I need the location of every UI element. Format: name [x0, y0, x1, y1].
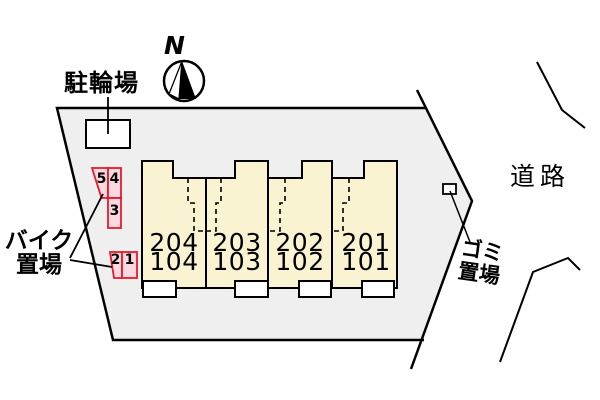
- unit-lower-number: 103: [212, 247, 262, 276]
- compass-north-label: N: [164, 31, 185, 60]
- site-boundary-right-line: [409, 89, 474, 370]
- bike-spot-number-3: 3: [109, 203, 120, 219]
- bike-spot-number-5: 5: [96, 171, 107, 187]
- bike-parking-label-line1: バイク: [4, 228, 74, 254]
- bike-spot-box-1: [121, 251, 138, 279]
- entrance-porch: [142, 280, 177, 298]
- road-label: 道路: [510, 162, 571, 191]
- unit-label-202-102: 202 102: [269, 228, 331, 276]
- road-edge-line-bottom: [499, 256, 581, 363]
- unit-lower-number: 101: [341, 247, 391, 276]
- unit-upper-number: 203: [212, 228, 262, 257]
- bike-spot-number-4: 4: [109, 171, 120, 187]
- bicycle-parking-label: 駐輪場: [64, 69, 139, 97]
- garbage-leader-line: [449, 190, 471, 243]
- unit-lower-number: 102: [275, 247, 325, 276]
- stairs-dashed-line: [206, 178, 222, 232]
- unit-upper-number: 201: [341, 228, 391, 257]
- unit-label-201-101: 201 101: [335, 228, 397, 276]
- north-needle-black-icon: [179, 61, 196, 99]
- bike-spot-number-1: 1: [124, 252, 135, 268]
- bike-parking-leader-line: [69, 259, 113, 268]
- bike-parking-label: バイク置場: [0, 229, 78, 277]
- stairs-dashed-line: [268, 178, 286, 232]
- unit-upper-number: 204: [149, 228, 199, 257]
- bike-spot-number-2: 2: [110, 252, 121, 268]
- garbage-box: [442, 183, 457, 195]
- unit-label-204-104: 204 104: [143, 228, 205, 276]
- stairs-dashed-line: [187, 178, 206, 232]
- bike-parking-leader-line: [69, 193, 104, 259]
- entrance-porch: [298, 280, 332, 298]
- road-edge-line-top: [536, 61, 586, 129]
- entrance-porch: [234, 280, 269, 298]
- unit-upper-number: 202: [275, 228, 325, 257]
- unit-lower-number: 104: [149, 247, 199, 276]
- site-boundary-line: [55, 106, 425, 342]
- bike-spot-box-3: [107, 197, 122, 229]
- bike-parking-label-line2: 置場: [16, 252, 62, 278]
- stairs-dashed-line: [332, 178, 350, 232]
- unit-label-203-103: 203 103: [206, 228, 268, 276]
- entrance-porch: [361, 280, 395, 298]
- garbage-area-label: ゴミ置場: [450, 236, 512, 289]
- compass-icon: [162, 59, 206, 103]
